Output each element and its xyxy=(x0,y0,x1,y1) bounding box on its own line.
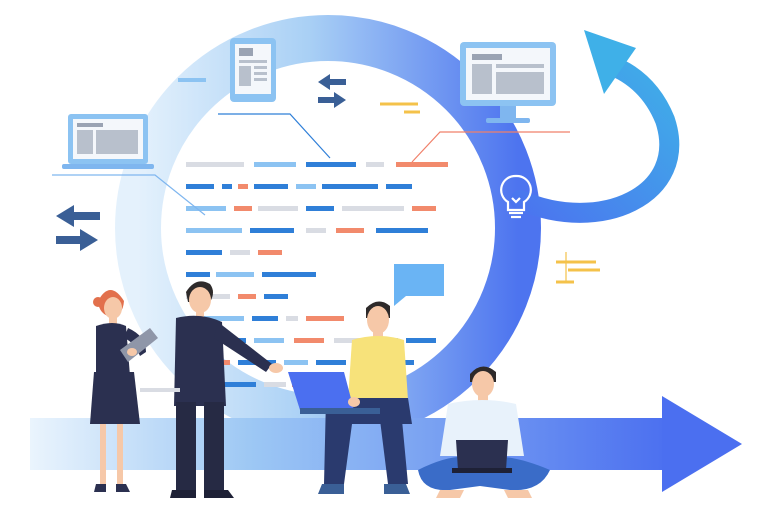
code-bar xyxy=(342,206,404,211)
code-bar xyxy=(322,184,378,189)
code-bar xyxy=(234,206,252,211)
code-bar xyxy=(294,338,324,343)
swap-arrows-icon xyxy=(318,74,346,108)
code-bar xyxy=(250,228,294,233)
code-bar xyxy=(306,206,334,211)
code-bar xyxy=(186,250,222,255)
code-bar xyxy=(206,294,230,299)
laptop-icon xyxy=(62,114,154,169)
code-bar xyxy=(186,272,210,277)
code-bar xyxy=(396,162,448,167)
speech-bubble-icon xyxy=(394,264,444,306)
tablet-icon xyxy=(230,38,276,102)
code-bar xyxy=(366,162,384,167)
code-bar xyxy=(186,228,242,233)
monitor-icon xyxy=(460,42,556,123)
code-bar xyxy=(262,272,316,277)
code-bar xyxy=(296,184,316,189)
code-bar xyxy=(306,316,344,321)
man-cross-legged-laptop xyxy=(418,366,550,498)
code-bar xyxy=(258,206,298,211)
code-bar xyxy=(254,338,284,343)
code-bar xyxy=(376,228,428,233)
code-bar xyxy=(186,184,214,189)
code-bar xyxy=(222,184,232,189)
code-bar xyxy=(216,272,254,277)
code-bar xyxy=(386,184,412,189)
code-bar xyxy=(306,228,326,233)
code-bar xyxy=(336,228,364,233)
code-bar xyxy=(238,294,256,299)
code-bar xyxy=(254,184,288,189)
code-bar xyxy=(412,206,436,211)
code-bar xyxy=(252,316,278,321)
code-bar xyxy=(254,162,296,167)
code-bar xyxy=(316,360,346,365)
code-bar xyxy=(264,382,286,387)
code-bar xyxy=(222,382,256,387)
code-bar xyxy=(186,162,244,167)
code-bar xyxy=(238,184,248,189)
code-bar xyxy=(186,206,226,211)
woman-with-tablet xyxy=(90,290,158,492)
code-bar xyxy=(284,360,308,365)
code-bar xyxy=(406,338,436,343)
decor-lines xyxy=(140,388,180,392)
code-bar xyxy=(200,316,244,321)
code-bar xyxy=(286,316,298,321)
code-bar xyxy=(306,162,356,167)
lightbulb-icon xyxy=(500,174,532,219)
swap-arrows-icon xyxy=(56,205,100,251)
code-bar xyxy=(258,250,282,255)
code-bar xyxy=(264,294,288,299)
man-standing-pointing xyxy=(170,281,283,498)
connector-lines xyxy=(52,78,600,284)
code-bar xyxy=(230,250,250,255)
man-with-laptop-yellow xyxy=(288,301,412,494)
code-bar xyxy=(334,338,360,343)
cycle-arrow-icon xyxy=(510,30,680,223)
